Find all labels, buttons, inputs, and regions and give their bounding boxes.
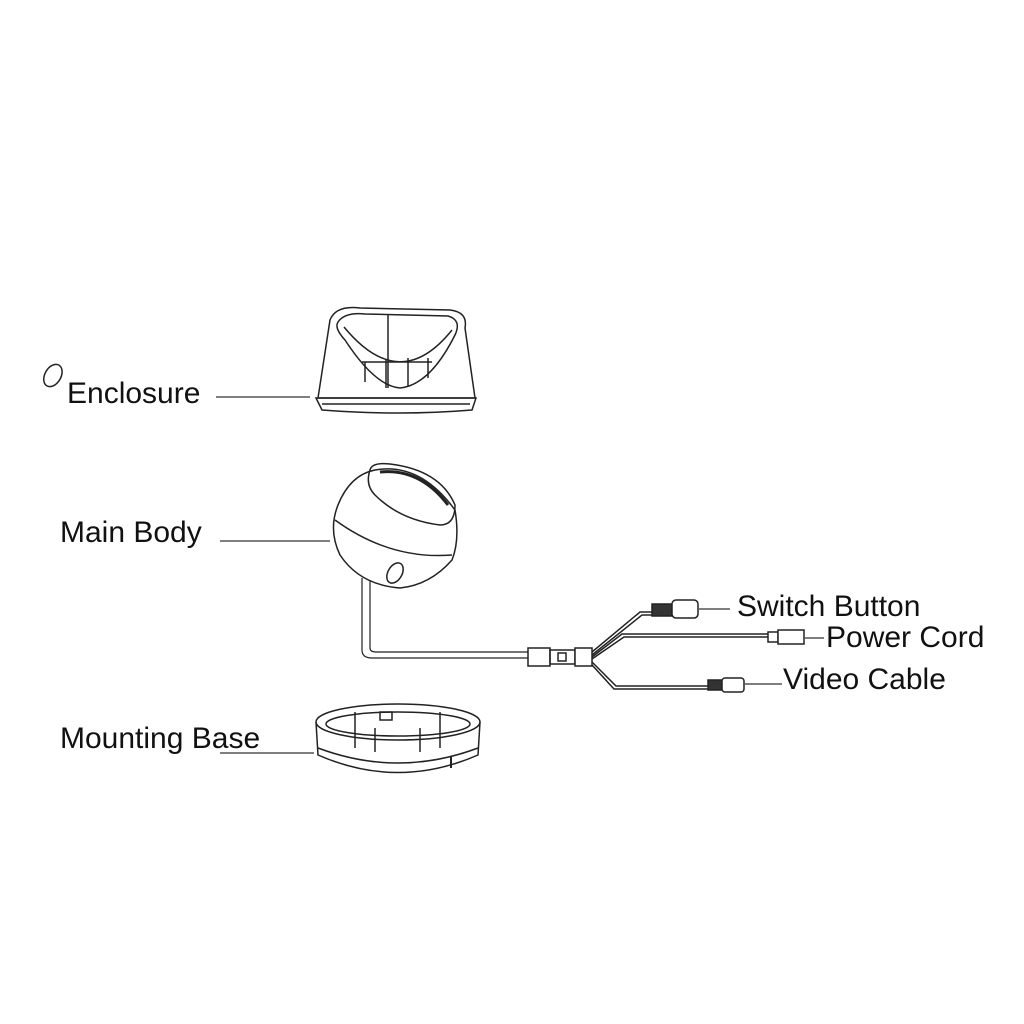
- label-main-body: Main Body: [60, 516, 202, 549]
- label-switch-button: Switch Button: [737, 590, 921, 623]
- label-power-cord: Power Cord: [826, 621, 985, 654]
- main-body-drawing: [43, 363, 458, 589]
- mounting-base-drawing: [315, 703, 481, 774]
- video-cable-connector: [707, 677, 782, 693]
- label-enclosure: Enclosure: [67, 377, 201, 410]
- power-cord-connector: [767, 629, 824, 645]
- junction-connector: [527, 647, 593, 667]
- switch-button-connector: [651, 599, 730, 619]
- enclosure-drawing: [314, 306, 478, 414]
- label-mounting-base: Mounting Base: [60, 722, 261, 755]
- label-video-cable: Video Cable: [783, 663, 946, 696]
